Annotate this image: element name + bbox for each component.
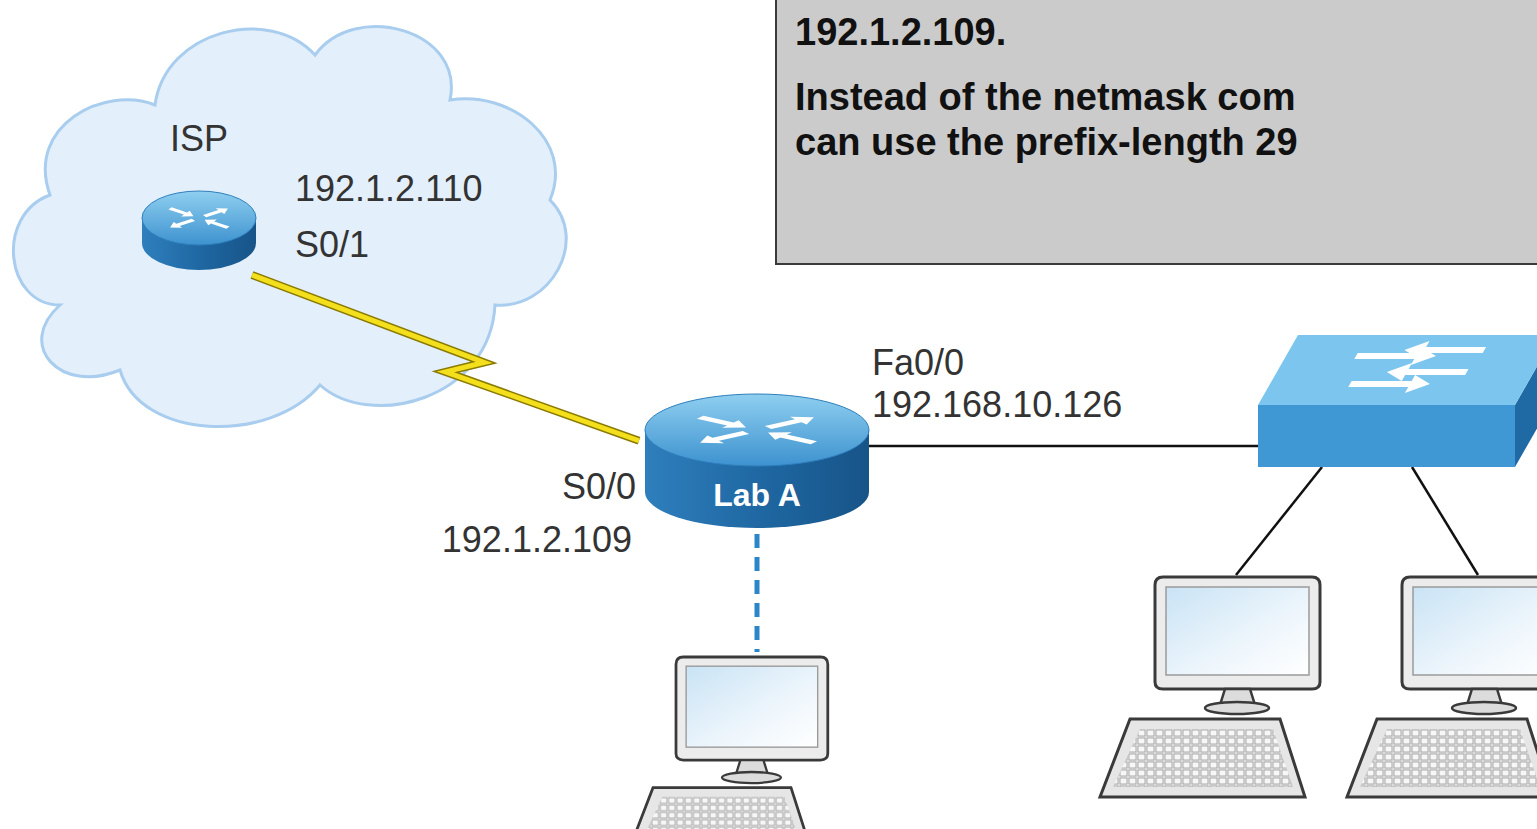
interface-label: Fa0/0 [872, 342, 964, 384]
router-arrow [200, 206, 232, 219]
callout-box: 192.1.2.109. Instead of the netmask com c… [775, 0, 1537, 265]
pc-link [1412, 467, 1478, 575]
serial-link [252, 275, 639, 441]
interface-label: 192.1.2.109 [442, 519, 632, 561]
pc-icon [625, 657, 827, 829]
router-name: ISP [136, 118, 262, 160]
interface-label: 192.168.10.126 [872, 384, 1122, 426]
router-name: Lab A [639, 474, 875, 516]
pc-icon [1100, 577, 1320, 797]
router-arrow [760, 413, 823, 431]
router-arrows [692, 413, 822, 446]
router-arrow [692, 413, 755, 431]
router-icon: Lab A [639, 390, 875, 535]
ethernet-link [866, 445, 1258, 448]
callout-text: 192.1.2.109. [795, 10, 1335, 55]
serial-link-outline [252, 275, 639, 441]
router-arrow [692, 429, 755, 447]
interface-label: 192.1.2.110 [295, 168, 483, 210]
callout-text: Instead of the netmask com can use the p… [795, 75, 1335, 165]
router-arrow [760, 429, 823, 447]
router-arrow [166, 217, 198, 230]
interface-label: S0/0 [562, 466, 636, 508]
router-shape [639, 390, 875, 535]
router-icon: ISP [136, 118, 262, 275]
console-link [755, 534, 760, 652]
router-arrows [166, 206, 232, 231]
router-arrow [200, 217, 232, 230]
router-top [645, 394, 869, 466]
interface-label: S0/1 [295, 224, 369, 266]
router-top [142, 191, 256, 245]
pc-link [1236, 467, 1322, 575]
pc-icon [1347, 577, 1537, 797]
router-arrow [166, 206, 198, 219]
switch-icon [1258, 335, 1537, 467]
